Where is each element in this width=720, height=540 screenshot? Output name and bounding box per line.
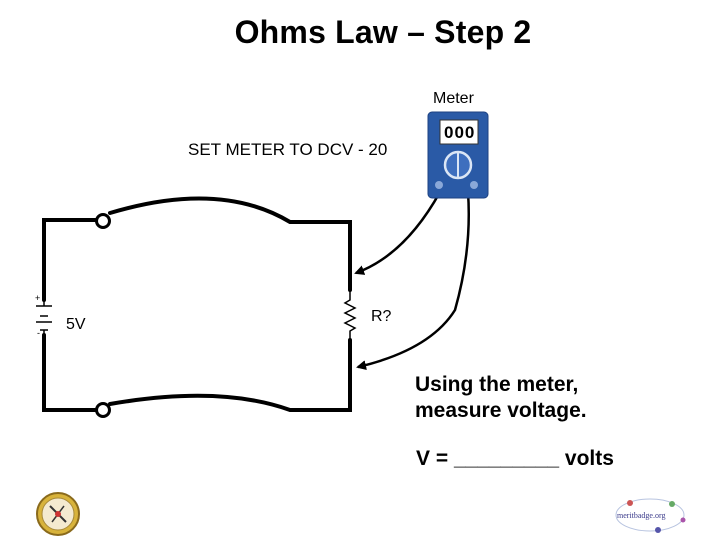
probe-lead-black — [356, 191, 471, 371]
probe-lead-red — [354, 191, 442, 275]
meritbadge-logo-icon — [615, 498, 686, 533]
battery-voltage-label: 5V — [66, 316, 86, 333]
measure-instructions: Using the meter, measure voltage. — [415, 372, 587, 424]
battery-plus-sign: + — [35, 293, 40, 303]
measure-line-2: measure voltage. — [415, 399, 587, 422]
battery-icon — [36, 300, 52, 336]
merit-badge-emblem-icon — [36, 492, 80, 536]
multimeter-icon — [427, 111, 489, 199]
wire-left-lower — [42, 333, 99, 412]
terminal-bottom — [95, 402, 111, 418]
battery-minus-sign: - — [37, 328, 40, 338]
meritbadge-logo-text: meritbadge.org — [617, 511, 666, 520]
resistor-label: R? — [371, 308, 392, 325]
wire-bottom-right — [108, 338, 352, 412]
terminal-top — [95, 213, 111, 229]
voltage-answer-line: V = _________ volts — [416, 447, 614, 470]
wire-top-left — [42, 218, 99, 227]
circuit-wires — [42, 196, 352, 412]
slide-title: Ohms Law – Step 2 — [234, 14, 532, 50]
meter-instruction: SET METER TO DCV - 20 — [188, 140, 388, 159]
wire-top-right — [108, 196, 352, 292]
measure-line-1: Using the meter, — [415, 373, 579, 396]
meter-display-value: 000 — [444, 123, 476, 142]
meter-label: Meter — [433, 90, 474, 107]
resistor-icon — [343, 290, 357, 340]
